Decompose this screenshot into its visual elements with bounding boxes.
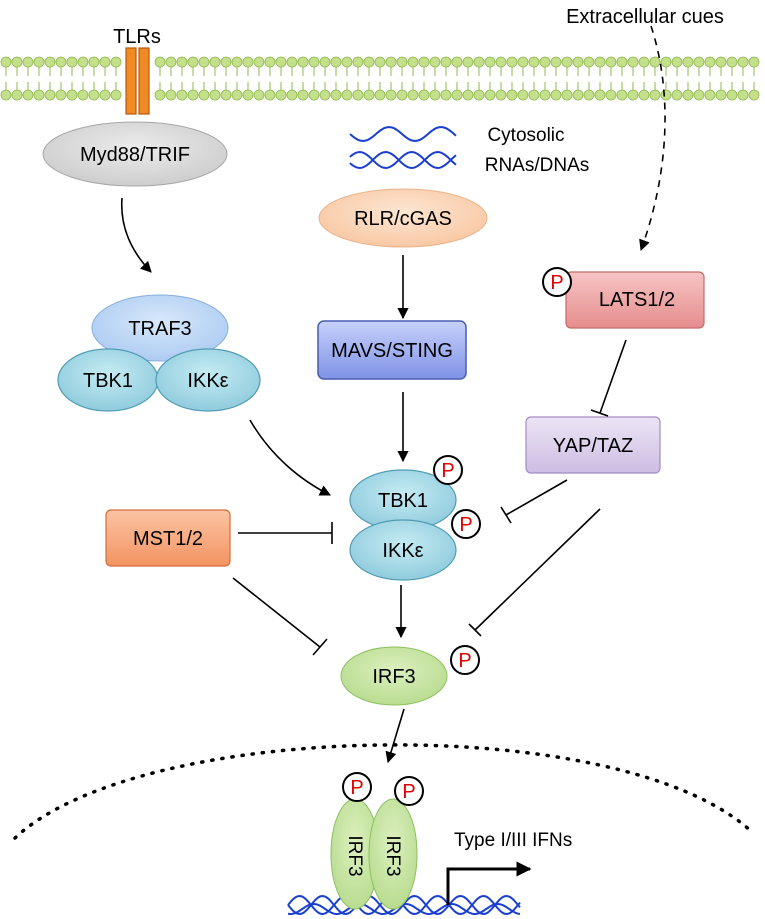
cytosolic-nucleic-acid-icon [349, 126, 457, 170]
tlr-receptor [125, 47, 150, 115]
ikke-center-label: IKKε [382, 540, 423, 562]
ikke-left-label: IKKε [187, 370, 228, 392]
tlrs-label: TLRs [113, 26, 161, 48]
cytosolic-label-line1: Cytosolic [487, 125, 564, 146]
edge-lats-yap [599, 339, 627, 414]
edge-mst-irf3 [232, 577, 321, 648]
transcription-arrow [446, 861, 532, 905]
edge-irf3-dimer [385, 708, 405, 764]
edge-yap-tbk1 [505, 479, 568, 516]
lats-label: LATS1/2 [599, 289, 675, 311]
traf3-node [91, 294, 229, 362]
myd88-trif-label: Myd88/TRIF [80, 144, 190, 166]
phospho-badge: P [394, 776, 424, 806]
edge-yap-irf3 [474, 508, 601, 631]
irf3-dimer-b-label: IRF3 [382, 835, 403, 876]
extracellular-cues-label: Extracellular cues [566, 6, 724, 28]
phospho-badge: P [433, 455, 463, 485]
type-ifn-label: Type I/III IFNs [454, 830, 572, 851]
phospho-markers: P P P P P P [342, 267, 572, 806]
myd88-trif-node [42, 121, 228, 187]
phospho-badge: P [450, 645, 480, 675]
mst-label: MST1/2 [133, 528, 203, 550]
mst-node [105, 509, 231, 567]
tbar-yap-tbk1 [500, 506, 512, 524]
mavs-sting-node [317, 320, 467, 380]
tbar-lats-yap [590, 409, 609, 417]
nuclear-envelope [13, 743, 754, 840]
phospho-label: P [402, 781, 415, 803]
irf3-label: IRF3 [372, 666, 415, 688]
tbk1-center-label: TBK1 [378, 490, 428, 512]
tbar-yap-irf3 [468, 623, 482, 637]
phospho-badge: P [542, 267, 572, 297]
pathway-edges [120, 25, 666, 764]
edge-cues-lats [639, 25, 666, 252]
yap-taz-label: YAP/TAZ [553, 435, 633, 457]
phospho-label: P [550, 272, 563, 294]
rlr-cgas-node [318, 188, 488, 248]
phospho-label: P [441, 460, 454, 482]
lats-node [565, 271, 705, 329]
tbar-mst-irf3 [312, 638, 328, 656]
irf3-dimer-a-label: IRF3 [344, 835, 365, 876]
phospho-badge: P [342, 772, 372, 802]
cytosolic-label-line2: RNAs/DNAs [485, 155, 590, 176]
irf3-dimer-b-node [368, 798, 418, 910]
mavs-sting-label: MAVS/STING [331, 340, 453, 362]
tbk1-left-label: TBK1 [83, 370, 133, 392]
edge-myd88-traf3 [120, 197, 152, 273]
cell-membrane [0, 56, 760, 101]
phospho-label: P [459, 514, 472, 536]
ikke-center-node [349, 519, 457, 581]
phospho-badge: P [451, 509, 481, 539]
irf3-node [340, 646, 448, 706]
yap-taz-node [525, 416, 661, 474]
traf3-label: TRAF3 [128, 318, 191, 340]
rlr-cgas-label: RLR/cGAS [354, 208, 452, 230]
ikke-left-node [155, 348, 261, 412]
phospho-label: P [350, 777, 363, 799]
phospho-label: P [458, 650, 471, 672]
edge-ikke-tbk1 [249, 419, 332, 496]
